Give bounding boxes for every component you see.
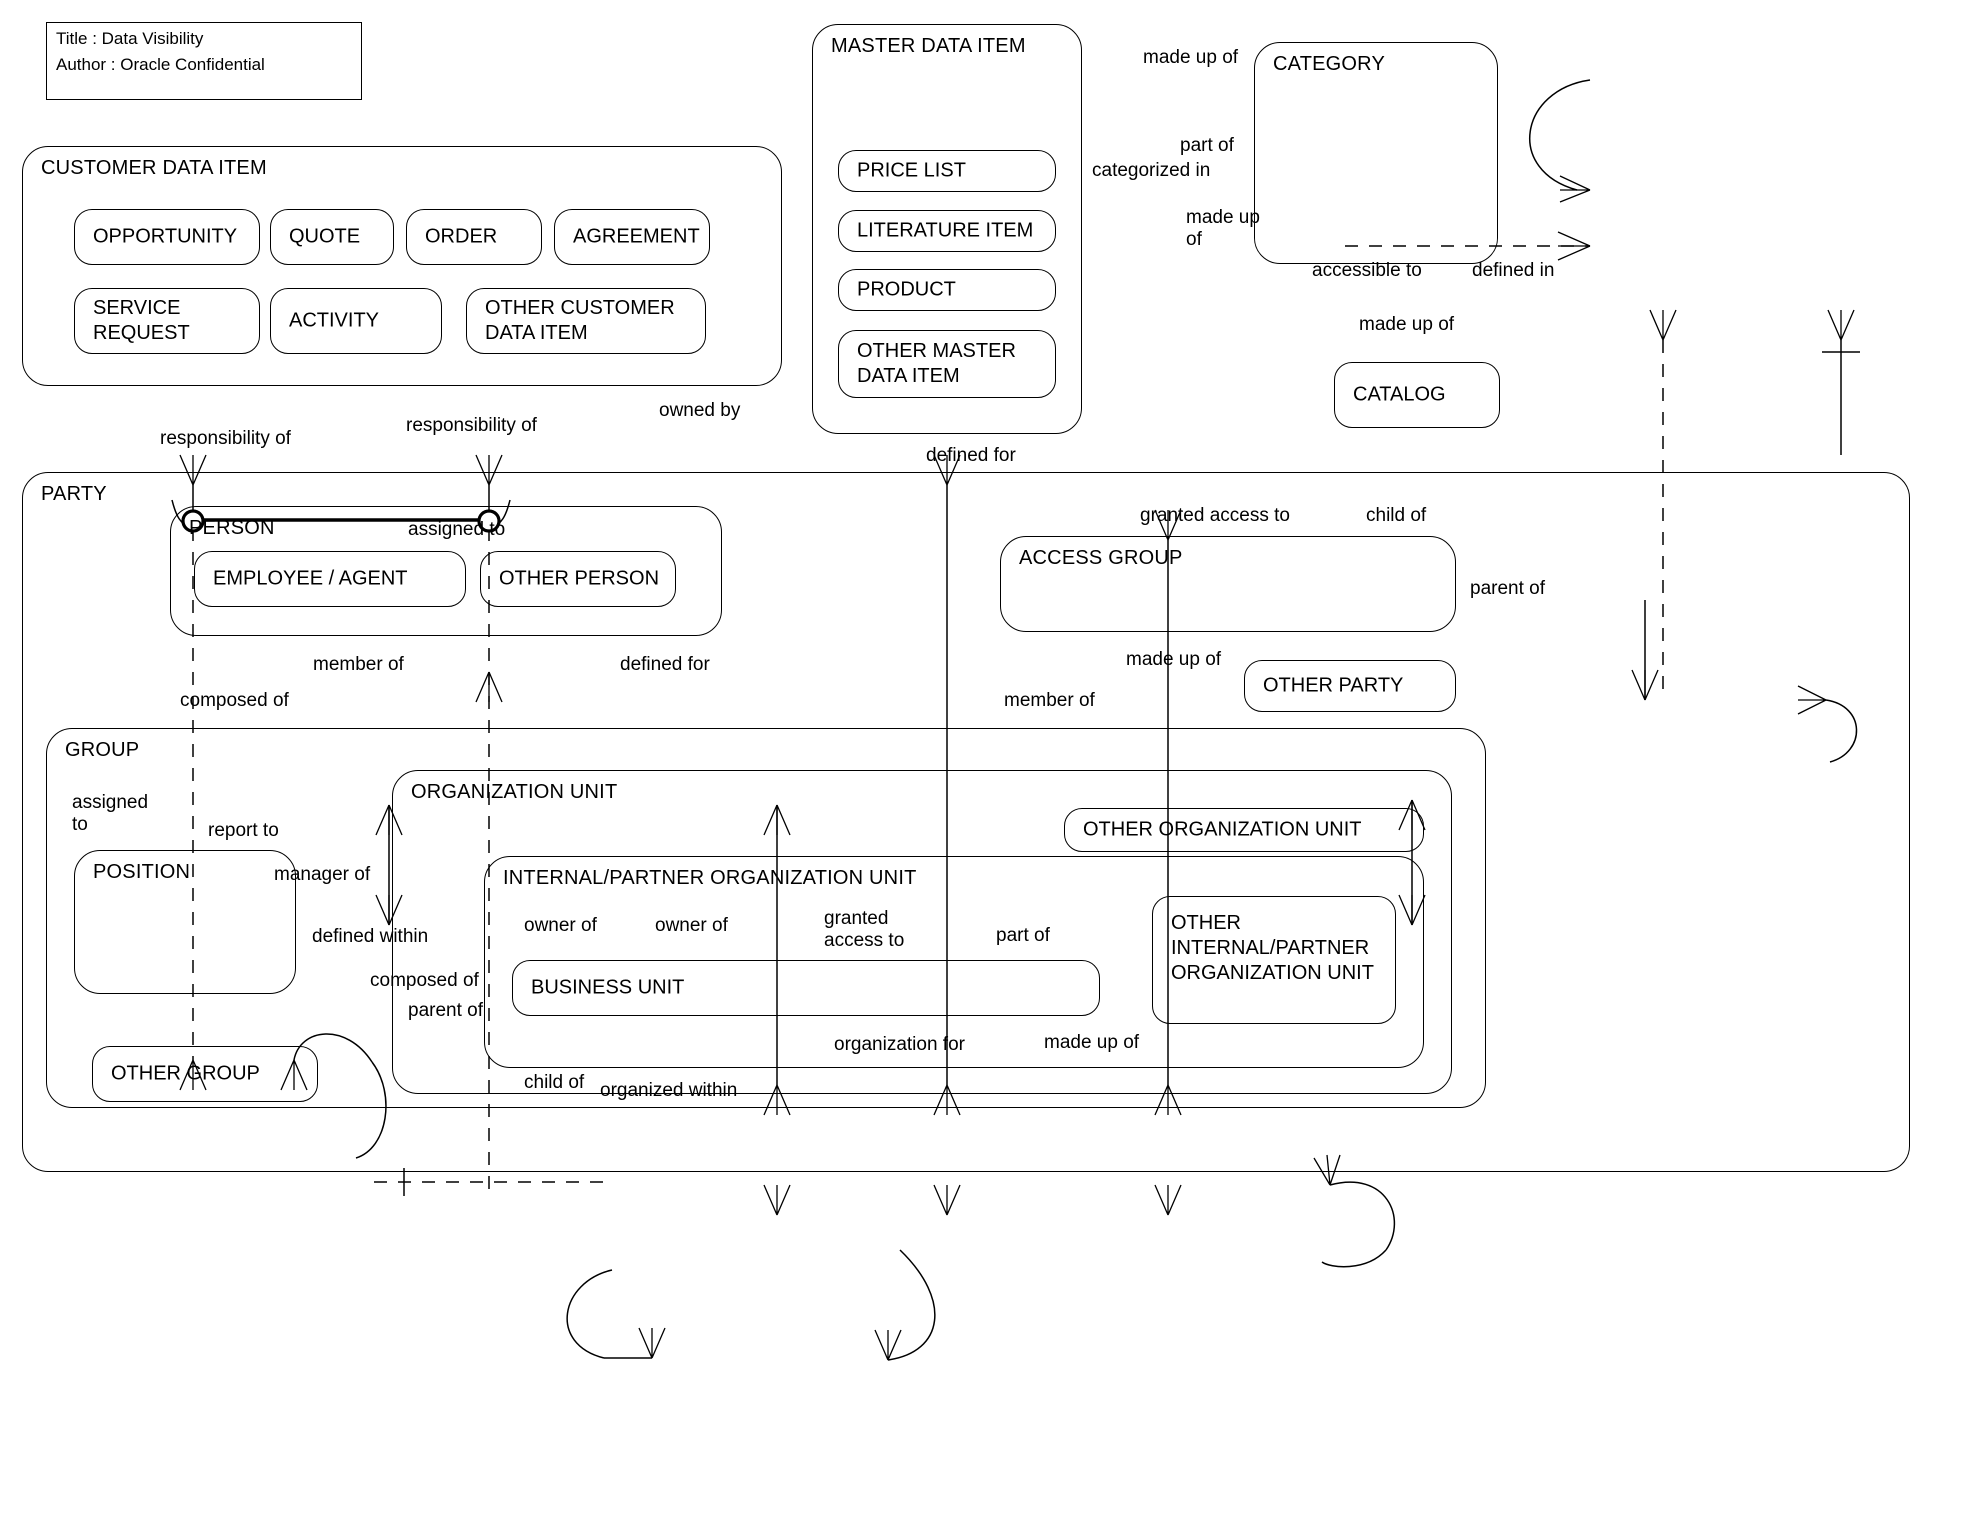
relationship-label-made-up-of-catalog: made up of bbox=[1359, 314, 1455, 335]
author-line: Author : Oracle Confidential bbox=[56, 55, 265, 74]
entity-label-employee-agent: EMPLOYEE / AGENT bbox=[213, 567, 408, 590]
entity-label-opportunity: OPPORTUNITY bbox=[93, 225, 238, 248]
relationship-label-part-of-category: part of bbox=[1180, 135, 1234, 156]
entity-employee-agent[interactable]: EMPLOYEE / AGENT bbox=[194, 551, 466, 607]
relationship-label-member-of-person: member of bbox=[313, 654, 404, 675]
relationship-label-categorized-in: categorized in bbox=[1092, 160, 1211, 181]
entity-opportunity[interactable]: OPPORTUNITY bbox=[74, 209, 260, 265]
relationship-label-responsibility-of-right: responsibility of bbox=[406, 415, 537, 436]
title-block: Title : Data Visibility Author : Oracle … bbox=[46, 22, 362, 100]
group-master-data-item[interactable]: MASTER DATA ITEM bbox=[812, 24, 1082, 434]
relationship-label-made-up-of-ipou: made up of bbox=[1044, 1032, 1140, 1053]
entity-other-group[interactable]: OTHER GROUP bbox=[92, 1046, 318, 1102]
relationship-label-assigned-to-person: assigned to bbox=[408, 519, 506, 540]
relationship-label-composed-of-group: composed of bbox=[180, 690, 289, 711]
group-title-group: GROUP bbox=[65, 739, 140, 761]
group-title-organization-unit: ORGANIZATION UNIT bbox=[411, 781, 618, 803]
group-customer-data-item[interactable]: CUSTOMER DATA ITEM bbox=[22, 146, 782, 386]
entity-other-customer-data-item[interactable]: OTHER CUSTOMER DATA ITEM bbox=[466, 288, 706, 354]
entity-label-access-group: ACCESS GROUP bbox=[1019, 547, 1183, 569]
entity-label-business-unit: BUSINESS UNIT bbox=[531, 976, 685, 999]
relationship-label-defined-in: defined in bbox=[1472, 260, 1555, 281]
relationship-label-report-to: report to bbox=[208, 820, 279, 841]
relationship-label-parent-of-bu: parent of bbox=[408, 1000, 483, 1021]
group-person[interactable]: PERSON bbox=[170, 506, 722, 636]
entity-business-unit[interactable]: BUSINESS UNIT bbox=[512, 960, 1100, 1016]
group-title-person: PERSON bbox=[189, 517, 275, 539]
entity-label-price-list: PRICE LIST bbox=[857, 159, 966, 182]
relationship-label-granted-access-to-bu: granted access to bbox=[824, 908, 905, 951]
entity-service-request[interactable]: SERVICE REQUEST bbox=[74, 288, 260, 354]
entity-order[interactable]: ORDER bbox=[406, 209, 542, 265]
group-title-master-data-item: MASTER DATA ITEM bbox=[831, 35, 1026, 57]
relationship-label-owner-of-2: owner of bbox=[655, 915, 728, 936]
group-party[interactable]: PARTY bbox=[22, 472, 1910, 1172]
relationship-label-made-up-of-category-top: made up of bbox=[1143, 47, 1239, 68]
relationship-label-child-of-bu: child of bbox=[524, 1072, 585, 1093]
entity-label-other-master-data-item: OTHER MASTER DATA ITEM bbox=[857, 340, 1016, 387]
group-organization-unit[interactable]: ORGANIZATION UNIT bbox=[392, 770, 1452, 1094]
relationship-label-child-of-accessgroup: child of bbox=[1366, 505, 1427, 526]
entity-price-list[interactable]: PRICE LIST bbox=[838, 150, 1056, 192]
entity-catalog[interactable]: CATALOG bbox=[1334, 362, 1500, 428]
entity-label-product: PRODUCT bbox=[857, 278, 956, 301]
entity-other-organization-unit[interactable]: OTHER ORGANIZATION UNIT bbox=[1064, 808, 1424, 852]
entity-other-party[interactable]: OTHER PARTY bbox=[1244, 660, 1456, 712]
entity-product[interactable]: PRODUCT bbox=[838, 269, 1056, 311]
relationship-label-owned-by: owned by bbox=[659, 400, 741, 421]
entity-category[interactable]: CATEGORY bbox=[1254, 42, 1498, 264]
title-line: Title : Data Visibility bbox=[56, 29, 204, 48]
entity-label-quote: QUOTE bbox=[289, 225, 361, 248]
group-group[interactable]: GROUP bbox=[46, 728, 1486, 1108]
relationship-label-granted-access-to-accessgroup: granted access to bbox=[1140, 505, 1290, 526]
entity-label-agreement: AGREEMENT bbox=[573, 225, 700, 248]
relationship-label-organization-for: organization for bbox=[834, 1034, 965, 1055]
entity-label-other-customer-data-item: OTHER CUSTOMER DATA ITEM bbox=[485, 297, 675, 344]
entity-activity[interactable]: ACTIVITY bbox=[270, 288, 442, 354]
relationship-label-defined-for-person: defined for bbox=[620, 654, 710, 675]
entity-label-activity: ACTIVITY bbox=[289, 309, 380, 332]
entity-other-person[interactable]: OTHER PERSON bbox=[480, 551, 676, 607]
entity-label-position: POSITION bbox=[93, 861, 191, 883]
relationship-label-made-up-of-accessgroup: made up of bbox=[1126, 649, 1222, 670]
group-title-internal-partner-organization-unit: INTERNAL/PARTNER ORGANIZATION UNIT bbox=[503, 867, 917, 889]
group-title-customer-data-item: CUSTOMER DATA ITEM bbox=[41, 157, 267, 179]
relationship-label-part-of-ipou: part of bbox=[996, 925, 1050, 946]
group-internal-partner-organization-unit[interactable]: INTERNAL/PARTNER ORGANIZATION UNIT bbox=[484, 856, 1424, 1068]
entity-literature-item[interactable]: LITERATURE ITEM bbox=[838, 210, 1056, 252]
entity-access-group[interactable]: ACCESS GROUP bbox=[1000, 536, 1456, 632]
relationship-label-composed-of-orgunit: composed of bbox=[370, 970, 479, 991]
entity-position[interactable]: POSITION bbox=[74, 850, 296, 994]
relationship-label-assigned-to-position: assigned to bbox=[72, 792, 149, 835]
relationship-label-accessible-to: accessible to bbox=[1312, 260, 1422, 281]
relationship-label-organized-within: organized within bbox=[600, 1080, 738, 1101]
entity-label-other-party: OTHER PARTY bbox=[1263, 674, 1404, 697]
entity-label-other-organization-unit: OTHER ORGANIZATION UNIT bbox=[1083, 818, 1362, 841]
relationship-label-member-of-accessgroup: member of bbox=[1004, 690, 1095, 711]
entity-other-master-data-item[interactable]: OTHER MASTER DATA ITEM bbox=[838, 330, 1056, 398]
group-title-party: PARTY bbox=[41, 483, 107, 505]
relationship-label-owner-of-1: owner of bbox=[524, 915, 597, 936]
entity-label-other-person: OTHER PERSON bbox=[499, 567, 660, 590]
entity-label-other-group: OTHER GROUP bbox=[111, 1062, 260, 1085]
entity-quote[interactable]: QUOTE bbox=[270, 209, 394, 265]
entity-other-internal-partner-organization-unit[interactable]: OTHER INTERNAL/PARTNER ORGANIZATION UNIT bbox=[1152, 896, 1396, 1024]
relationship-label-defined-for-master: defined for bbox=[926, 445, 1016, 466]
entity-label-literature-item: LITERATURE ITEM bbox=[857, 219, 1034, 242]
relationship-label-responsibility-of-left: responsibility of bbox=[160, 428, 291, 449]
entity-label-order: ORDER bbox=[425, 225, 498, 248]
relationship-label-parent-of-accessgroup: parent of bbox=[1470, 578, 1545, 599]
relationship-label-made-up-of-category-right: made up of bbox=[1186, 207, 1260, 250]
entity-label-catalog: CATALOG bbox=[1353, 383, 1446, 406]
relationship-label-manager-of: manager of bbox=[274, 864, 371, 885]
relationship-label-defined-within: defined within bbox=[312, 926, 429, 947]
entity-agreement[interactable]: AGREEMENT bbox=[554, 209, 710, 265]
entity-label-service-request: SERVICE REQUEST bbox=[93, 297, 190, 344]
entity-label-other-internal-partner-organization-unit: OTHER INTERNAL/PARTNER ORGANIZATION UNIT bbox=[1171, 912, 1374, 984]
entity-label-category: CATEGORY bbox=[1273, 53, 1385, 75]
